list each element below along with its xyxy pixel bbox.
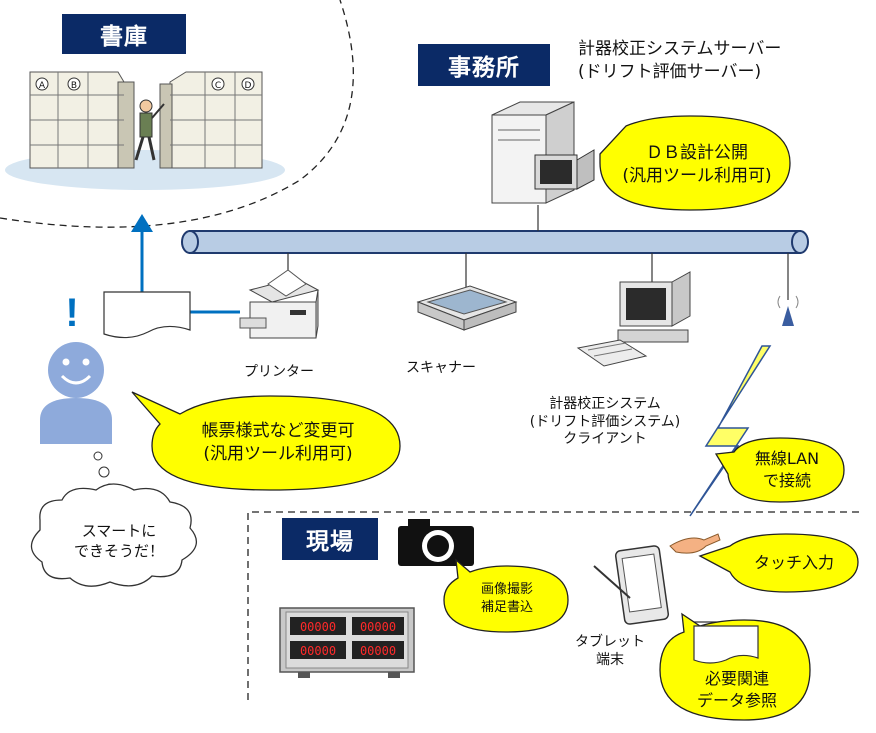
callout-form-line2: (汎用ツール利用可) bbox=[203, 444, 353, 464]
shelf-label-a: A bbox=[39, 81, 46, 91]
shelf-label-d: D bbox=[245, 81, 252, 91]
server-label-line2: (ドリフト評価サーバー) bbox=[578, 61, 762, 82]
zone-tag-archive: 書庫 bbox=[62, 14, 186, 54]
callout-wireless-lan bbox=[714, 437, 845, 503]
wireless-antenna bbox=[777, 295, 799, 326]
callout-ref-line2: データ参照 bbox=[696, 691, 777, 710]
callout-db-line1: ＤＢ設計公開 bbox=[646, 143, 748, 164]
thought-line1: スマートに bbox=[81, 521, 157, 540]
camera-icon bbox=[398, 519, 474, 566]
thought-line2: できそうだ！ bbox=[73, 542, 164, 560]
scanner-device bbox=[416, 285, 518, 331]
person-avatar: ! bbox=[40, 291, 112, 444]
callout-touch-input-text: タッチ入力 bbox=[753, 553, 834, 573]
callout-db-design bbox=[599, 115, 791, 211]
meter-readout-4: 00000 bbox=[360, 644, 396, 658]
wireless-signal-bolt bbox=[689, 345, 772, 517]
form-document-icon bbox=[103, 291, 191, 339]
tablet-label: タブレット 端末 bbox=[570, 634, 650, 669]
callout-photo-capture bbox=[443, 558, 569, 633]
archive-boundary bbox=[0, 0, 354, 228]
meter-readout-1: 00000 bbox=[300, 620, 336, 634]
meter-readout-3: 00000 bbox=[300, 644, 336, 658]
callout-wlan-line1: 無線LAN bbox=[754, 449, 820, 469]
callout-data-reference-text: 必要関連 データ参照 bbox=[668, 666, 806, 714]
tablet-label-line1: タブレット bbox=[575, 634, 645, 650]
hand-pointer-icon bbox=[669, 533, 721, 554]
callout-db-design-text: ＤＢ設計公開 (汎用ツール利用可) bbox=[604, 130, 790, 200]
callout-ref-line1: 必要関連 bbox=[704, 669, 769, 689]
exclamation-icon: ! bbox=[65, 291, 78, 335]
archive-worker-figure bbox=[134, 99, 165, 161]
callout-wlan-line2: で接続 bbox=[762, 471, 811, 490]
client-computer bbox=[576, 271, 691, 367]
archive-shelf-left bbox=[29, 71, 135, 169]
meter-readout-2: 00000 bbox=[360, 620, 396, 634]
server-label-line1: 計器校正システムサーバー bbox=[578, 39, 782, 59]
thought-cloud bbox=[30, 483, 198, 587]
zone-tag-office: 事務所 bbox=[418, 44, 550, 86]
client-label-line3: クライアント bbox=[563, 431, 647, 447]
shelf-label-b: B bbox=[71, 81, 77, 91]
shelf-label-c: C bbox=[215, 81, 221, 91]
site-boundary bbox=[247, 511, 862, 700]
scanner-label: スキャナー bbox=[406, 360, 476, 376]
digital-meter-panel: 00000 00000 00000 00000 bbox=[279, 607, 415, 678]
tablet-label-line2: 端末 bbox=[596, 651, 624, 668]
network-backbone bbox=[181, 230, 809, 254]
callout-form-changes bbox=[131, 391, 401, 491]
thought-dot-2 bbox=[98, 466, 110, 478]
callout-form-changes-text: 帳票様式など変更可 (汎用ツール利用可) bbox=[160, 404, 396, 482]
client-label: 計器校正システム (ドリフト評価システム) クライアント bbox=[520, 396, 690, 449]
archive-illustration: A B C D bbox=[5, 71, 285, 190]
thought-cloud-text: スマートに できそうだ！ bbox=[48, 506, 190, 576]
callout-photo-line2: 補足書込 bbox=[480, 600, 533, 615]
callout-touch-input bbox=[698, 533, 859, 593]
server-computer bbox=[491, 101, 595, 204]
client-label-line2: (ドリフト評価システム) bbox=[529, 413, 681, 430]
callout-db-line2: (汎用ツール利用可) bbox=[622, 166, 772, 186]
callout-photo-capture-text: 画像撮影 補足書込 bbox=[450, 570, 564, 628]
callout-form-line1: 帳票様式など変更可 bbox=[201, 421, 355, 442]
callout-photo-line1: 画像撮影 bbox=[480, 582, 533, 598]
zone-tag-site: 現場 bbox=[282, 518, 378, 560]
printer-label: プリンター bbox=[244, 364, 314, 380]
tablet-device bbox=[593, 545, 670, 625]
callout-wireless-lan-text: 無線LAN で接続 bbox=[732, 440, 842, 500]
thought-dot-1 bbox=[93, 451, 103, 461]
server-label: 計器校正システムサーバー (ドリフト評価サーバー) bbox=[578, 38, 781, 84]
arrow-to-archive-head bbox=[131, 214, 153, 232]
printer-device bbox=[239, 269, 320, 339]
client-label-line1: 計器校正システム bbox=[549, 396, 661, 412]
